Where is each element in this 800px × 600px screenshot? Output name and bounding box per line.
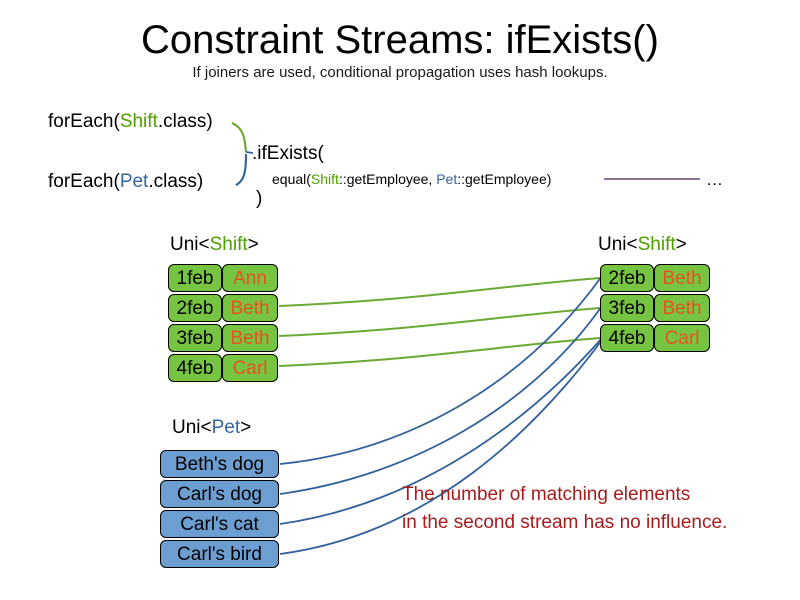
wire-blue-carls-dog <box>279 305 603 495</box>
wire-green-3feb <box>278 307 601 337</box>
cell-pet-name: Carl's bird <box>160 540 279 568</box>
table-row[interactable]: 2feb Beth <box>600 264 710 292</box>
slide-title: Constraint Streams: ifExists() <box>141 18 659 62</box>
cell-date: 1feb <box>168 264 222 292</box>
stream-label-pet-type: Pet <box>211 417 241 438</box>
code-foreach-pet: forEach(Pet.class) <box>48 171 203 193</box>
code-equal-pet-class: Pet <box>436 171 458 187</box>
wire-green-4feb <box>278 337 601 367</box>
cell-date: 4feb <box>600 324 654 352</box>
cell-date: 2feb <box>168 294 222 322</box>
cell-date: 3feb <box>600 294 654 322</box>
stream-label-shift-left-prefix: Uni< <box>170 234 210 255</box>
stream-label-shift-right-prefix: Uni< <box>598 234 638 255</box>
code-ellipsis: … <box>706 170 723 189</box>
cell-pet-name: Carl's cat <box>160 510 279 538</box>
code-foreach-shift-prefix: forEach( <box>48 111 120 132</box>
code-foreach-shift: forEach(Shift.class) <box>48 111 213 133</box>
code-foreach-shift-suffix: .class) <box>157 111 213 132</box>
table-row[interactable]: 4feb Carl <box>600 324 710 352</box>
cell-name: Carl <box>654 324 710 352</box>
cell-name: Beth <box>654 294 710 322</box>
stream-label-shift-left-suffix: > <box>247 234 259 255</box>
table-row[interactable]: 2feb Beth <box>168 294 278 322</box>
code-close-paren: ) <box>256 188 263 209</box>
cell-date: 2feb <box>600 264 654 292</box>
wire-green-2feb <box>278 277 601 307</box>
stream-label-shift-right: Uni<Shift> <box>598 234 687 256</box>
cell-name: Carl <box>222 354 278 382</box>
table-row[interactable]: 3feb Beth <box>600 294 710 322</box>
list-item[interactable]: Carl's dog <box>160 480 279 508</box>
annotation-line-2: in the second stream has no influence. <box>402 511 728 533</box>
list-item[interactable]: Beth's dog <box>160 450 279 478</box>
brace-shift-stroke <box>231 122 248 153</box>
table-row[interactable]: 3feb Beth <box>168 324 278 352</box>
stream-label-shift-left-type: Shift <box>209 234 248 255</box>
cell-name: Beth <box>222 294 278 322</box>
cell-pet-name: Carl's dog <box>160 480 279 508</box>
code-foreach-pet-class: Pet <box>119 171 149 192</box>
code-foreach-pet-prefix: forEach( <box>48 171 120 192</box>
stream-label-shift-left: Uni<Shift> <box>170 234 259 256</box>
table-row[interactable]: 1feb Ann <box>168 264 278 292</box>
code-equal-shift-class: Shift <box>310 171 339 187</box>
stream-label-shift-right-type: Shift <box>637 234 676 255</box>
stream-label-shift-right-suffix: > <box>675 234 687 255</box>
code-foreach-pet-suffix: .class) <box>148 171 204 192</box>
stream-label-pet-prefix: Uni< <box>172 417 212 438</box>
code-equal-shift-method: ::getEmployee, <box>338 171 437 187</box>
annotation-line-1: The number of matching elements <box>402 484 691 505</box>
list-item[interactable]: Carl's bird <box>160 540 279 568</box>
stream-label-pet-suffix: > <box>240 417 252 438</box>
annotation-note: The number of matching elements in the s… <box>402 481 727 536</box>
code-equal-pet-method: ::getEmployee) <box>457 171 552 187</box>
code-equal-prefix: equal( <box>272 171 311 187</box>
cell-date: 4feb <box>168 354 222 382</box>
table-row[interactable]: 4feb Carl <box>168 354 278 382</box>
list-item[interactable]: Carl's cat <box>160 510 279 538</box>
wire-blue-beths-dog <box>279 275 603 465</box>
cell-name: Ann <box>222 264 278 292</box>
cell-pet-name: Beth's dog <box>160 450 279 478</box>
cell-name: Beth <box>654 264 710 292</box>
slide-subtitle: If joiners are used, conditional propaga… <box>192 64 608 81</box>
cell-date: 3feb <box>168 324 222 352</box>
code-foreach-shift-class: Shift <box>119 111 158 132</box>
brace-pet-stroke <box>235 153 248 186</box>
code-ifexists: .ifExists( <box>252 143 324 164</box>
code-equal-joiner: equal(Shift::getEmployee, Pet::getEmploy… <box>272 171 551 187</box>
cell-name: Beth <box>222 324 278 352</box>
stream-label-pet: Uni<Pet> <box>172 417 251 439</box>
